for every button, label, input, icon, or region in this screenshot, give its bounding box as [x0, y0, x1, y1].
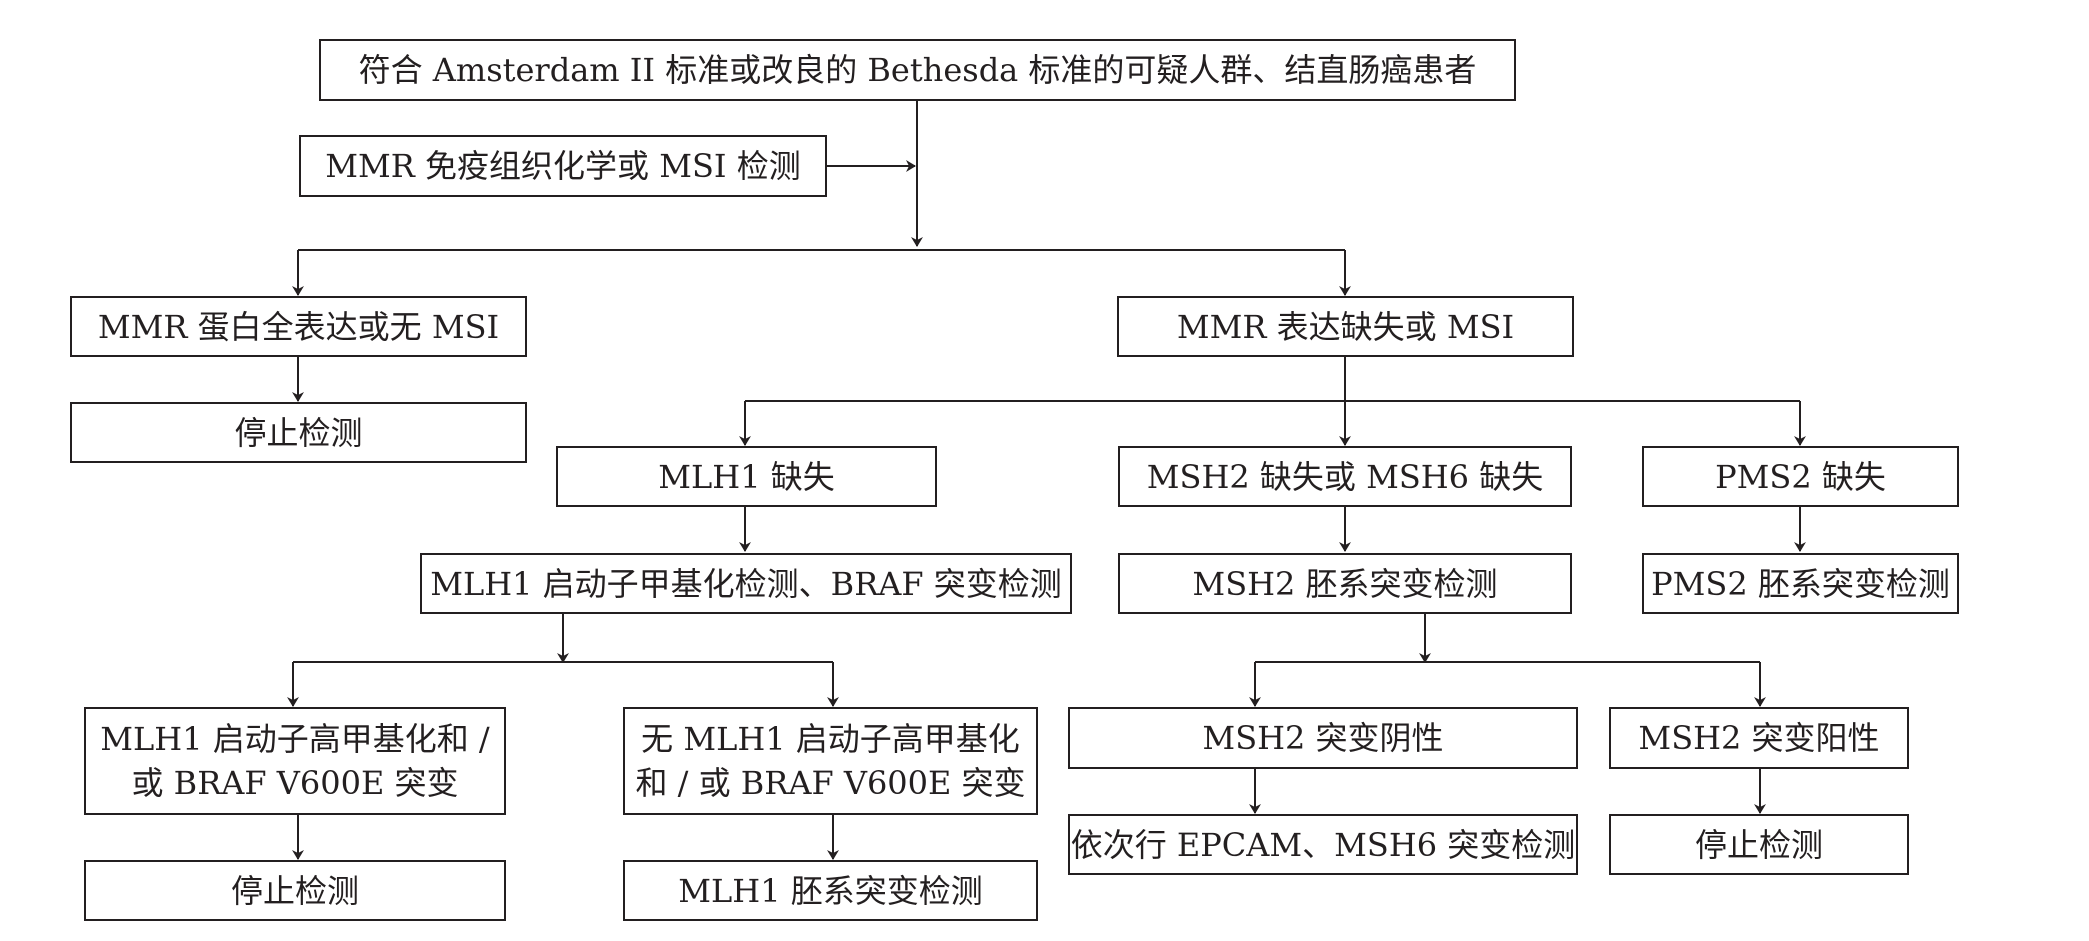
- mlh1-methylation-braf-test-node: MLH1 启动子甲基化检测、BRAF 突变检测: [420, 553, 1072, 614]
- test-method-node: MMR 免疫组织化学或 MSI 检测: [299, 135, 827, 197]
- stop-testing-node-1: 停止检测: [70, 402, 527, 463]
- stop-testing-node-3: 停止检测: [1609, 814, 1909, 875]
- pms2-germline-test-node: PMS2 胚系突变检测: [1642, 553, 1959, 614]
- mlh1-hypermethylation-node: MLH1 启动子高甲基化和 / 或 BRAF V600E 突变: [84, 707, 506, 815]
- msh2-germline-test-node: MSH2 胚系突变检测: [1118, 553, 1572, 614]
- msh2-mutation-positive-node: MSH2 突变阳性: [1609, 707, 1909, 769]
- epcam-msh6-test-node: 依次行 EPCAM、MSH6 突变检测: [1068, 814, 1578, 875]
- mlh1-hypermethylation-line-1: MLH1 启动子高甲基化和 /: [100, 720, 490, 758]
- msh2-msh6-loss-node: MSH2 缺失或 MSH6 缺失: [1118, 446, 1572, 507]
- mlh1-germline-test-node: MLH1 胚系突变检测: [623, 860, 1038, 921]
- mmr-full-expression-node: MMR 蛋白全表达或无 MSI: [70, 296, 527, 357]
- no-mlh1-hypermethylation-line-1: 无 MLH1 启动子高甲基化: [641, 720, 1020, 758]
- no-mlh1-hypermethylation-node: 无 MLH1 启动子高甲基化 和 / 或 BRAF V600E 突变: [623, 707, 1038, 815]
- mlh1-loss-node: MLH1 缺失: [556, 446, 937, 507]
- mlh1-hypermethylation-line-2: 或 BRAF V600E 突变: [131, 764, 459, 802]
- start-node: 符合 Amsterdam II 标准或改良的 Bethesda 标准的可疑人群、…: [319, 39, 1516, 101]
- no-mlh1-hypermethylation-line-2: 和 / 或 BRAF V600E 突变: [635, 764, 1026, 802]
- pms2-loss-node: PMS2 缺失: [1642, 446, 1959, 507]
- stop-testing-node-2: 停止检测: [84, 860, 506, 921]
- mmr-loss-node: MMR 表达缺失或 MSI: [1117, 296, 1574, 357]
- msh2-mutation-negative-node: MSH2 突变阴性: [1068, 707, 1578, 769]
